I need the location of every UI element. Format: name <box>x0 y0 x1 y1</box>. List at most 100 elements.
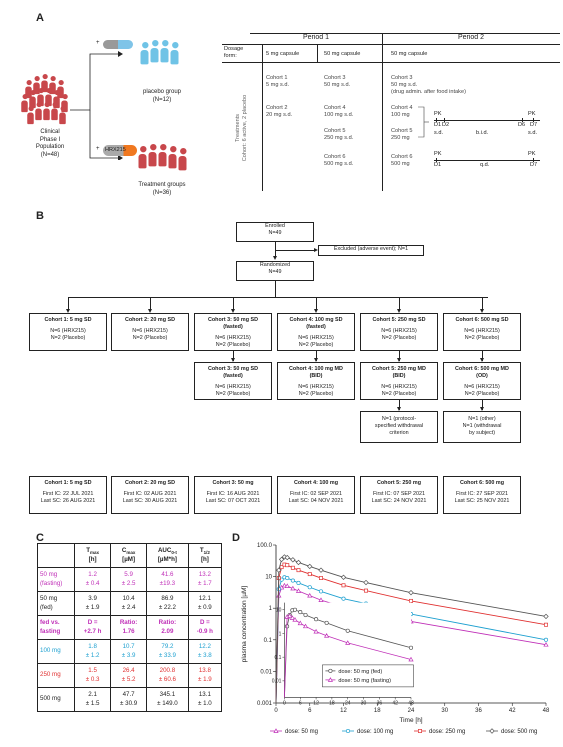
header-1: Cmax[µM] <box>110 543 148 568</box>
data-point <box>543 613 549 620</box>
data-point <box>290 578 295 583</box>
x-axis-label: Time [h] <box>399 717 422 724</box>
plus-sign-2: + <box>96 146 100 152</box>
x-tick-label: 24 <box>408 708 415 714</box>
data-point <box>341 596 346 601</box>
data-point <box>290 565 295 570</box>
person-icon <box>168 145 177 168</box>
inset-data-point <box>408 656 414 662</box>
inset-y-tick-label: 10 <box>276 608 282 614</box>
drug-capsule-icon: HRX215 <box>103 145 137 156</box>
inset-data-point <box>408 645 414 650</box>
x-tick-label: 48 <box>543 708 550 714</box>
inset-legend-label: dose: 50 mg (fasting) <box>338 678 391 684</box>
data-point <box>285 575 290 581</box>
header-0: Tmax[h] <box>73 543 112 568</box>
inset-data-point <box>292 617 298 622</box>
data-point <box>284 554 290 561</box>
legend-marker <box>489 728 495 734</box>
inset-data-point <box>345 628 350 633</box>
inset-x-tick-label: 6 <box>299 700 302 706</box>
data-point <box>364 588 368 593</box>
data-point <box>307 585 312 590</box>
person-icon <box>138 145 147 168</box>
person-icon <box>51 101 58 120</box>
legend-marker <box>345 728 351 734</box>
person-icon <box>53 89 60 108</box>
person-icon <box>37 87 44 106</box>
data-point <box>318 567 324 573</box>
cohort-box-p2-6: Cohort 6: 500 mg MD(OD)N=6 (HRX215)N=2 (… <box>443 362 521 400</box>
y-tick-label: 0.1 <box>264 638 273 644</box>
inset-y-tick-label: 0.1 <box>274 655 281 661</box>
data-point <box>296 568 301 573</box>
inset-data-point <box>345 640 351 645</box>
legend-label-3: dose: 500 mg <box>501 729 537 735</box>
legend-label-2: dose: 250 mg <box>429 729 465 735</box>
timeline-c45: PK PK D1 D2 D6 D7 s.d. b.i.d. s.d. <box>434 111 554 141</box>
inset-x-tick-label: 0 <box>283 700 286 706</box>
person-icon <box>140 41 149 64</box>
person-icon <box>43 101 50 120</box>
data-point <box>285 563 290 568</box>
y-tick-label: 100.0 <box>257 543 273 549</box>
data-point <box>307 592 313 598</box>
placebo-group-label: placebo group(N=12) <box>142 89 182 103</box>
x-tick-label: 0 <box>274 708 278 714</box>
person-icon <box>178 147 187 170</box>
person-icon <box>148 143 157 166</box>
x-tick-label: 18 <box>374 708 381 714</box>
data-point <box>543 641 549 647</box>
legend-marker <box>273 728 279 733</box>
inset-x-tick-label: 30 <box>361 700 367 706</box>
cohort-box-sd-4: Cohort 4: 100 mg SD(fasted)N=6 (HRX215)N… <box>277 313 355 351</box>
legend-marker <box>418 729 422 733</box>
data-point <box>543 637 549 642</box>
y-tick-label: 10 <box>265 575 272 581</box>
person-icon <box>35 101 42 120</box>
placebo-capsule-icon <box>103 40 133 49</box>
inset-legend-box <box>322 664 414 688</box>
person-icon <box>170 41 179 64</box>
inset-data-point <box>324 620 329 625</box>
form-p2: 50 mg capsule <box>391 51 428 57</box>
person-icon <box>29 89 36 108</box>
data-point <box>295 588 302 593</box>
data-point <box>284 583 290 588</box>
panel-c-letter: C <box>36 532 44 544</box>
person-icon <box>57 79 64 98</box>
cohort-box-p2-4: Cohort 4: 100 mg MD(BID)N=6 (HRX215)N=2 … <box>277 362 355 400</box>
data-point <box>318 589 324 594</box>
y-axis-label: plasma concentration [µM] <box>241 586 248 663</box>
person-icon <box>45 87 52 106</box>
timeline-c6: PK PK D1 q.d. D7 <box>434 151 554 181</box>
drug-label: HRX215 <box>105 146 126 153</box>
x-tick-label: 36 <box>475 708 482 714</box>
data-point <box>363 579 369 586</box>
excluded-box: Excluded (adverse event); N=1 <box>318 245 424 256</box>
data-point <box>544 622 548 627</box>
person-icon <box>160 39 169 62</box>
data-point <box>408 589 414 596</box>
panel-d-letter: D <box>232 532 240 544</box>
inset-x-tick-label: 12 <box>313 700 319 706</box>
